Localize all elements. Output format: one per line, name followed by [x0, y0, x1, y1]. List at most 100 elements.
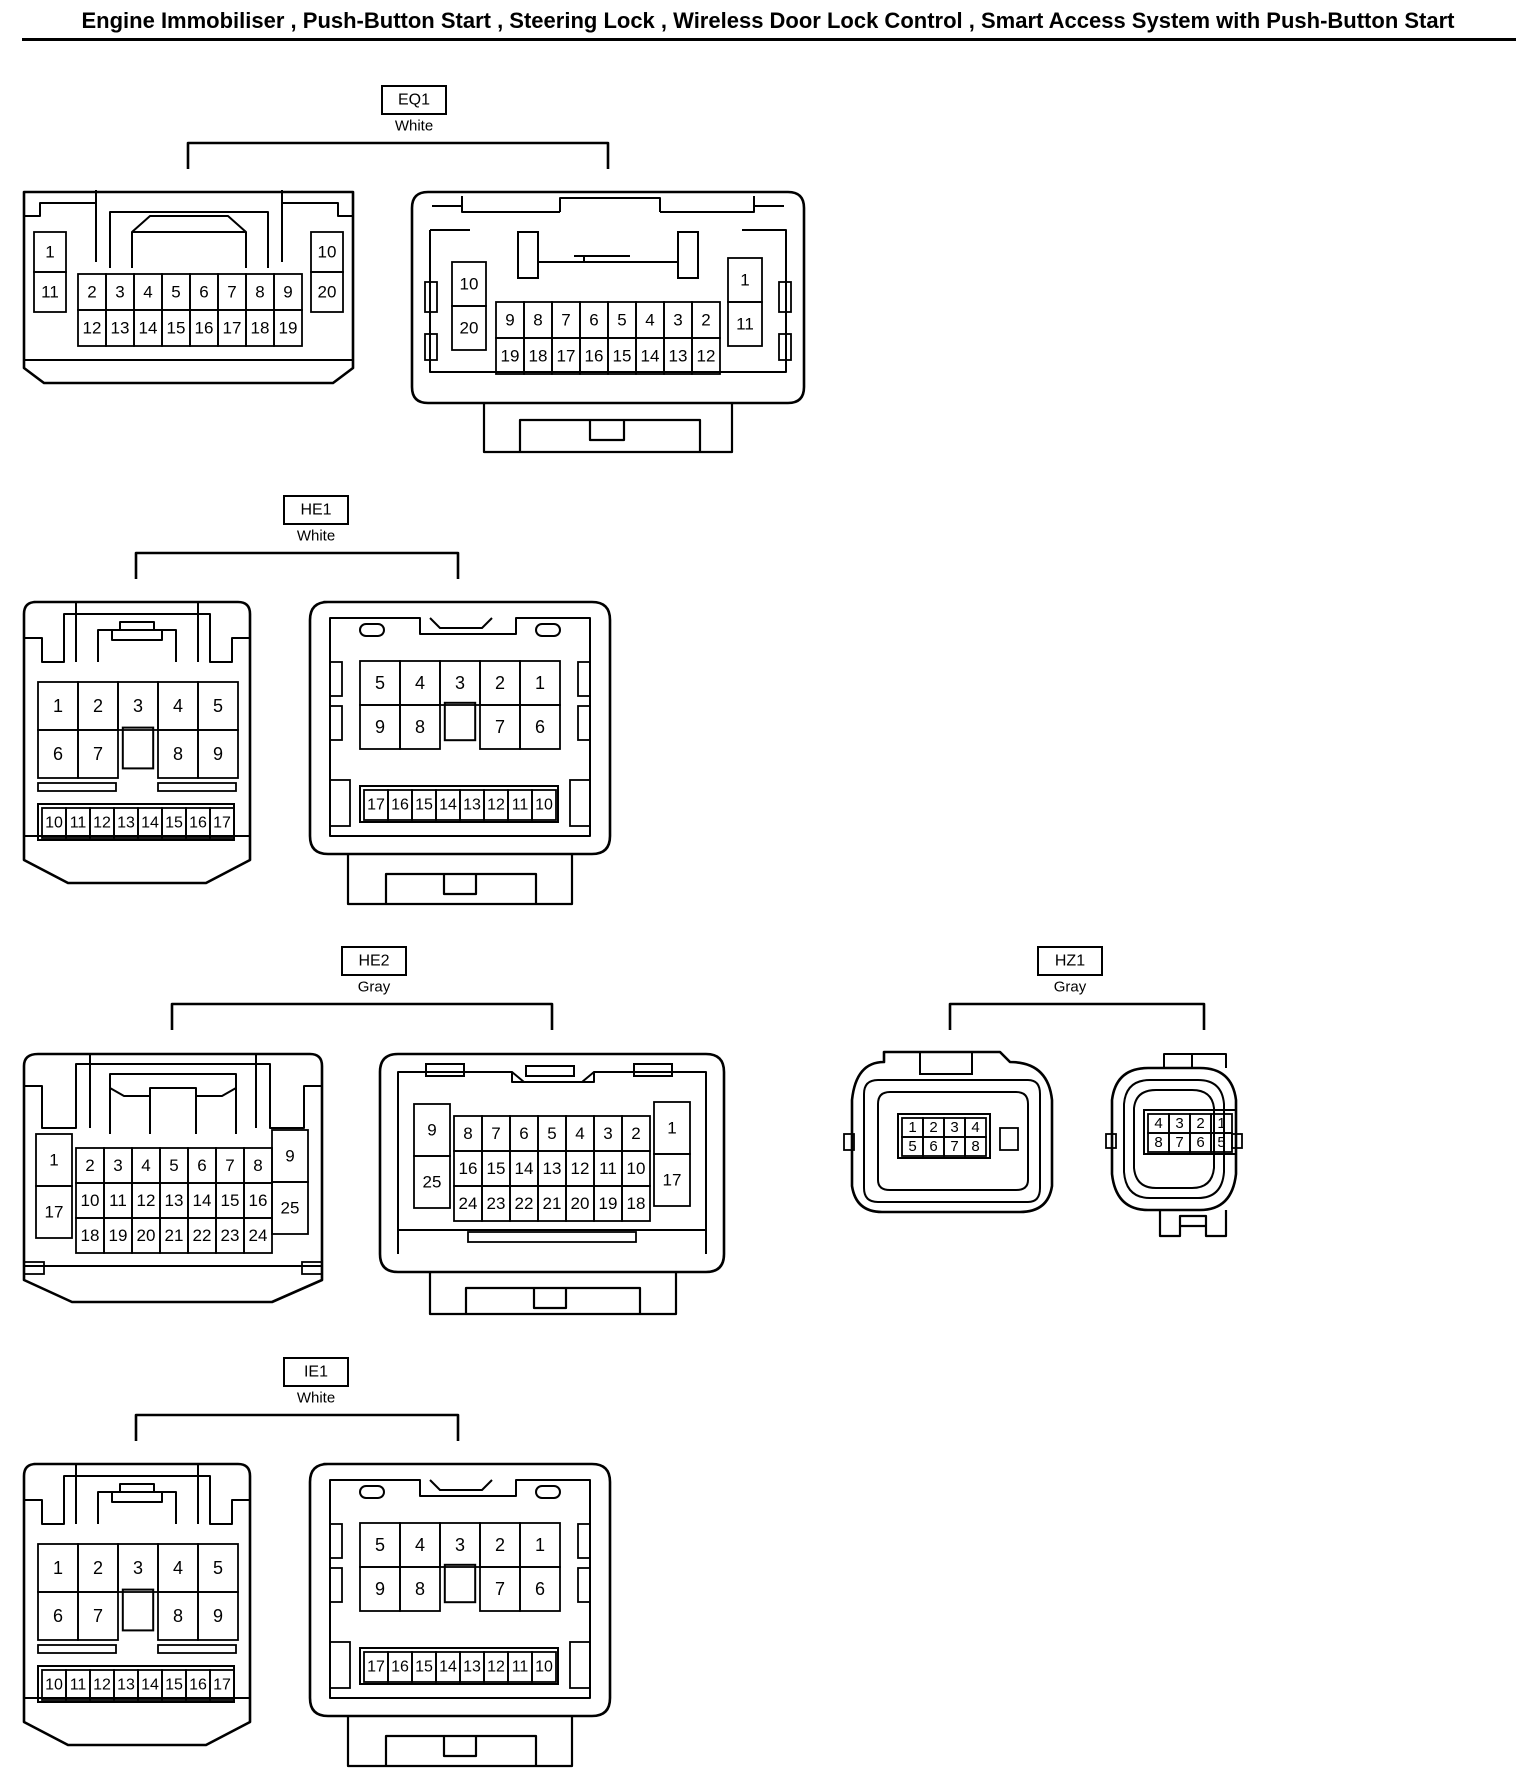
lock-tab [677, 231, 699, 279]
latch-frame [109, 1087, 237, 1097]
housing-outline [308, 1462, 612, 1718]
pin-number: 17 [223, 319, 242, 338]
pin-number: 17 [213, 1677, 231, 1694]
pin-number: 20 [571, 1194, 590, 1213]
pin-number: 8 [415, 1579, 425, 1599]
pin-number: 17 [367, 1659, 385, 1676]
key-slot [121, 1588, 155, 1632]
pin-cell [33, 271, 67, 313]
inner-frame [329, 1479, 591, 1699]
pin-number: 10 [627, 1159, 646, 1178]
pin-number: 6 [199, 283, 208, 302]
pin-number: 11 [109, 1191, 127, 1210]
pin-number: 4 [1154, 1115, 1162, 1132]
pin-hole [359, 1485, 385, 1499]
side-rib [778, 333, 792, 361]
pin-number: 14 [141, 815, 159, 832]
pin-number: 3 [115, 283, 124, 302]
side-rib [23, 1261, 45, 1275]
lock-tab [919, 1051, 973, 1075]
housing-outline [308, 600, 612, 856]
side-rib [577, 1523, 591, 1559]
pin-number: 11 [512, 1659, 529, 1676]
pin-number: 3 [455, 673, 465, 693]
slot [633, 1063, 673, 1077]
pin-number: 14 [193, 1191, 212, 1210]
pin-number: 20 [460, 319, 479, 338]
pin-number: 8 [463, 1124, 472, 1143]
pin-number: 16 [189, 1677, 207, 1694]
pin-number: 16 [195, 319, 214, 338]
pin-number: 12 [93, 815, 111, 832]
pin-cell [531, 789, 557, 821]
pin-number: 10 [81, 1191, 100, 1210]
divider-bar [37, 782, 117, 792]
pin-number: 4 [143, 283, 152, 302]
pin-cell [209, 807, 235, 839]
pin-number: 13 [463, 797, 481, 814]
pin-number: 15 [165, 815, 183, 832]
connector-code-box [381, 85, 447, 115]
connector-color: White [297, 528, 335, 545]
pin-number: 4 [415, 673, 425, 693]
pin-number: 4 [575, 1124, 584, 1143]
pin-number: 1 [53, 696, 63, 716]
pin-number: 17 [45, 1203, 64, 1222]
pin-number: 8 [971, 1138, 979, 1155]
latch-frame [97, 1491, 177, 1524]
pin-number: 1 [53, 1558, 63, 1578]
pin-number: 11 [41, 283, 59, 302]
housing-detail [511, 1071, 595, 1083]
housing-detail [24, 1054, 322, 1129]
pin-cell [77, 729, 119, 779]
pin-number: 12 [83, 319, 102, 338]
inner-frame [1133, 1089, 1215, 1189]
pin-number: 2 [93, 696, 103, 716]
pin-number: 25 [423, 1173, 442, 1192]
connector-color: Gray [1054, 979, 1087, 996]
pin-number: 10 [535, 1659, 553, 1676]
pin-number: 1 [667, 1119, 676, 1138]
pin-number: 9 [283, 283, 292, 302]
side-rib [329, 1567, 343, 1603]
pin-hole [535, 1485, 561, 1499]
housing-outline [378, 1052, 726, 1274]
pin-number: 1 [49, 1151, 58, 1170]
pin-hole [535, 623, 561, 637]
housing-detail [429, 617, 493, 629]
pin-number: 23 [221, 1226, 240, 1245]
pin-number: 16 [189, 815, 207, 832]
pin-cell [310, 271, 344, 313]
latch-frame [111, 1483, 163, 1503]
side-rib [329, 779, 351, 827]
pin-number: 3 [673, 311, 682, 330]
key-slot [443, 1563, 477, 1604]
pin-number: 3 [950, 1119, 958, 1136]
side-rib [329, 1523, 343, 1559]
pin-number: 14 [139, 319, 158, 338]
pin-number: 2 [87, 283, 96, 302]
pin-number: 19 [501, 347, 520, 366]
side-rib [424, 281, 438, 313]
pin-number: 1 [908, 1119, 916, 1136]
pin-number: 5 [908, 1138, 916, 1155]
housing-detail [574, 255, 630, 262]
pin-block [1143, 1109, 1237, 1155]
pin-number: 8 [1154, 1134, 1162, 1151]
pin-number: 12 [571, 1159, 590, 1178]
pin-number: 8 [253, 1156, 262, 1175]
connector-code: HE1 [300, 502, 331, 519]
pin-number: 9 [505, 311, 514, 330]
pin-number: 10 [460, 275, 479, 294]
side-rib [577, 661, 591, 697]
connector-code: IE1 [304, 1364, 328, 1381]
pin-number: 13 [669, 347, 688, 366]
inner-frame [397, 1071, 707, 1254]
side-rib [301, 1261, 323, 1275]
connector-code: HE2 [358, 953, 389, 970]
pin-number: 2 [701, 311, 710, 330]
side-rib [569, 1641, 591, 1689]
